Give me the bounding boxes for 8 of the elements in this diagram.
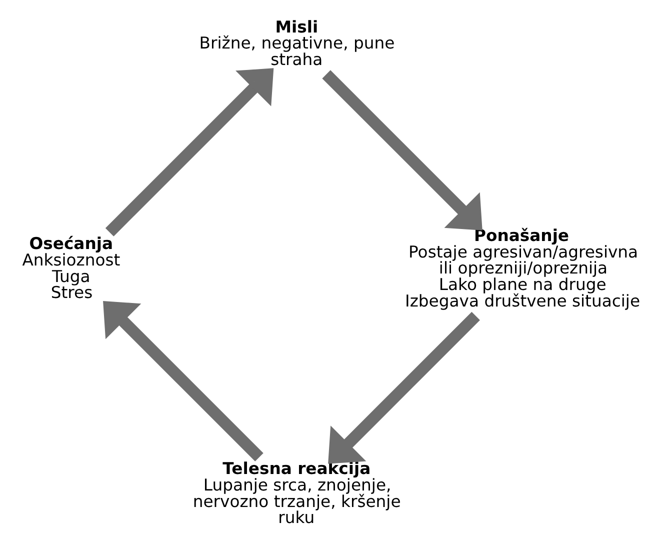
node-text: Misli Brižne, negativne, pune straha [199, 16, 395, 68]
arrow [105, 68, 274, 236]
node-text: Telesna reakcija Lupanje srca, znojenje, nervozno trzanje, kršenje ruku [192, 458, 401, 527]
arrow [103, 300, 264, 461]
node-text: Ponašanje Postaje agresivan/agresivna ili oprezniji/opreznija Lako plane na druge Izbegava društvene situacije [405, 225, 640, 310]
arrow [322, 70, 482, 230]
node-text: Osećanja Anksioznost Tuga Stres [22, 234, 120, 302]
arrow [328, 311, 480, 464]
